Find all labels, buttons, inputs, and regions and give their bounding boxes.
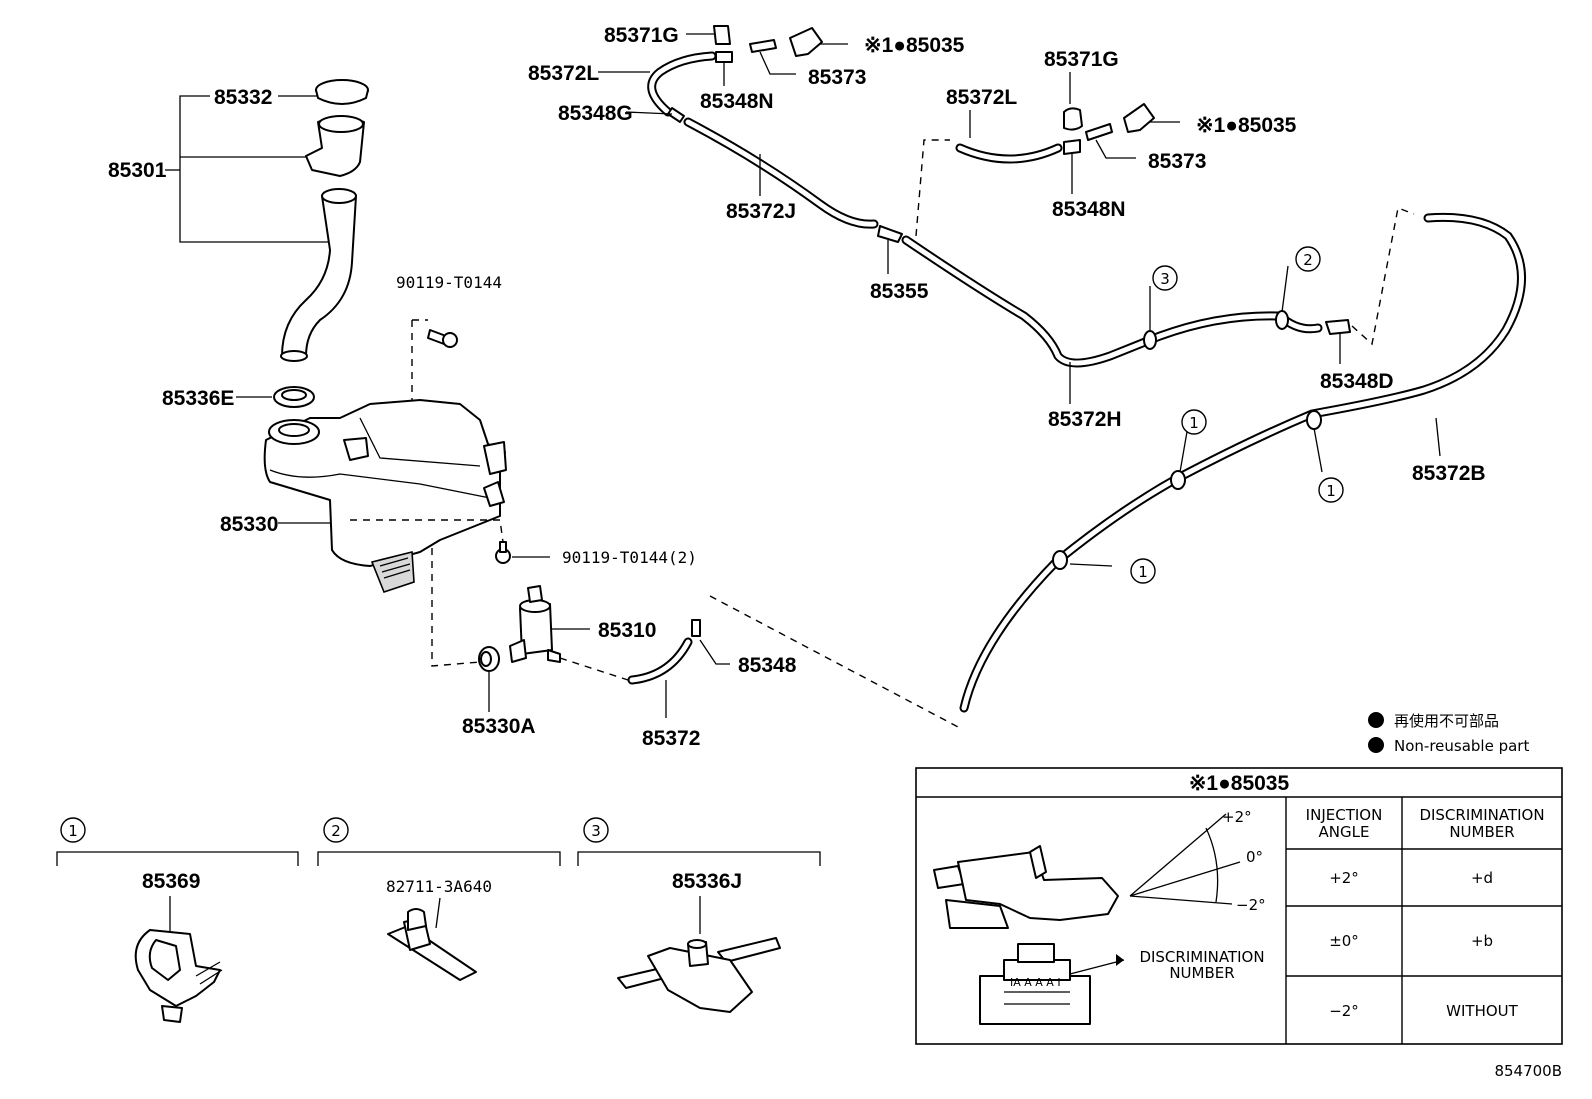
label-85372B: 85372B xyxy=(1412,462,1486,485)
reservoir-cap xyxy=(315,79,369,105)
callout-1b: 1 xyxy=(1326,482,1336,500)
detail-title: ※1●85035 xyxy=(1189,772,1290,795)
label-85371G-a: 85371G xyxy=(604,24,679,47)
label-85330A: 85330A xyxy=(462,715,536,738)
col-discrimination-2: NUMBER xyxy=(1449,823,1514,841)
clip-85336J xyxy=(617,937,781,1013)
row1-number: +d xyxy=(1471,869,1493,887)
label-85373-b: 85373 xyxy=(1148,150,1206,173)
label-85348D: 85348D xyxy=(1320,370,1394,393)
label-85035-b: ※1●85035 xyxy=(1196,114,1297,137)
legend-en: Non-reusable part xyxy=(1394,737,1529,755)
clip-box-1-part: 85369 xyxy=(142,870,200,893)
label-85371G-b: 85371G xyxy=(1044,48,1119,71)
clip-box-1: 1 85369 xyxy=(56,817,299,1023)
callout-circles: 3 2 1 1 1 xyxy=(1130,246,1344,584)
part-labels: 85332 85301 85336E 85330 90119-T0144 901… xyxy=(108,24,1486,750)
bolt-bottom xyxy=(495,541,511,564)
bolt-top xyxy=(427,329,458,348)
angle-plus2-label: +2° xyxy=(1222,808,1252,826)
row3-angle: −2° xyxy=(1329,1002,1359,1020)
clip-box-2: 2 82711-3A640 xyxy=(317,817,561,981)
clip-box-1-num: 1 xyxy=(68,822,78,840)
angle-zero-label: 0° xyxy=(1246,848,1263,866)
nozzle-group-left xyxy=(686,25,848,86)
clip-box-2-part: 82711-3A640 xyxy=(386,877,492,896)
clip-box-2-num: 2 xyxy=(331,822,341,840)
connector-85348 xyxy=(691,619,701,637)
disc-label-2: NUMBER xyxy=(1169,964,1234,982)
filler-hose xyxy=(280,188,357,362)
label-85372L-b: 85372L xyxy=(946,86,1017,109)
clip-box-3-part: 85336J xyxy=(672,870,742,893)
label-85336E: 85336E xyxy=(162,387,234,410)
row2-angle: ±0° xyxy=(1329,932,1359,950)
label-85330: 85330 xyxy=(220,513,278,536)
nozzle-detail-table: ※1●85035 +2° 0° −2° IA A A A I DISCRIMIN… xyxy=(915,767,1563,1045)
label-90119-a: 90119-T0144 xyxy=(396,273,502,292)
label-85348: 85348 xyxy=(738,654,797,677)
callout-1a: 1 xyxy=(1189,414,1199,432)
washer-tank xyxy=(263,399,507,593)
grommet xyxy=(273,386,315,408)
row2-number: +b xyxy=(1471,932,1493,950)
callout-1c: 1 xyxy=(1138,563,1148,581)
nozzle-drawing: +2° 0° −2° IA A A A I DISCRIMINATION NUM… xyxy=(933,808,1266,1025)
clip-box-3-num: 3 xyxy=(591,822,601,840)
label-85372L-a: 85372L xyxy=(528,62,599,85)
callout-2: 2 xyxy=(1303,251,1313,269)
col-discrimination-1: DISCRIMINATION xyxy=(1419,806,1544,824)
pump-grommet xyxy=(478,646,500,672)
label-85310: 85310 xyxy=(598,619,656,642)
legend: 再使用不可部品 Non-reusable part xyxy=(1368,712,1529,755)
hose-routing xyxy=(598,25,1526,713)
non-reusable-marker-icon xyxy=(1368,737,1384,753)
reservoir-assembly xyxy=(165,79,961,729)
clip-82711 xyxy=(387,908,477,981)
diagram-code: 854700B xyxy=(1494,1062,1562,1080)
label-85348N-b: 85348N xyxy=(1052,198,1126,221)
label-85301: 85301 xyxy=(108,159,167,182)
nozzle-group-right xyxy=(1063,72,1180,194)
label-85372H: 85372H xyxy=(1048,408,1122,431)
disc-label-1: DISCRIMINATION xyxy=(1139,948,1264,966)
label-85035-a: ※1●85035 xyxy=(864,34,965,57)
label-85355: 85355 xyxy=(870,280,929,303)
legend-jp: 再使用不可部品 xyxy=(1394,712,1499,730)
label-85348G: 85348G xyxy=(558,102,633,125)
label-85348N-a: 85348N xyxy=(700,90,774,113)
washer-pump xyxy=(509,585,561,663)
label-90119-b: 90119-T0144(2) xyxy=(562,548,697,567)
label-85372J: 85372J xyxy=(726,200,796,223)
non-reusable-marker-icon xyxy=(1368,712,1384,728)
row1-angle: +2° xyxy=(1329,869,1359,887)
row3-number: WITHOUT xyxy=(1446,1002,1518,1020)
label-85373-a: 85373 xyxy=(808,66,866,89)
filler-neck xyxy=(305,115,365,177)
clip-box-3: 3 85336J xyxy=(577,817,821,1013)
col-injection-angle-1: INJECTION xyxy=(1306,806,1383,824)
disc-mark-text: IA A A A I xyxy=(1010,976,1061,989)
label-85332: 85332 xyxy=(214,86,272,109)
callout-3: 3 xyxy=(1160,270,1170,288)
angle-minus2-label: −2° xyxy=(1236,896,1266,914)
clip-85369 xyxy=(134,929,223,1023)
col-injection-angle-2: ANGLE xyxy=(1319,823,1370,841)
label-85372: 85372 xyxy=(642,727,700,750)
